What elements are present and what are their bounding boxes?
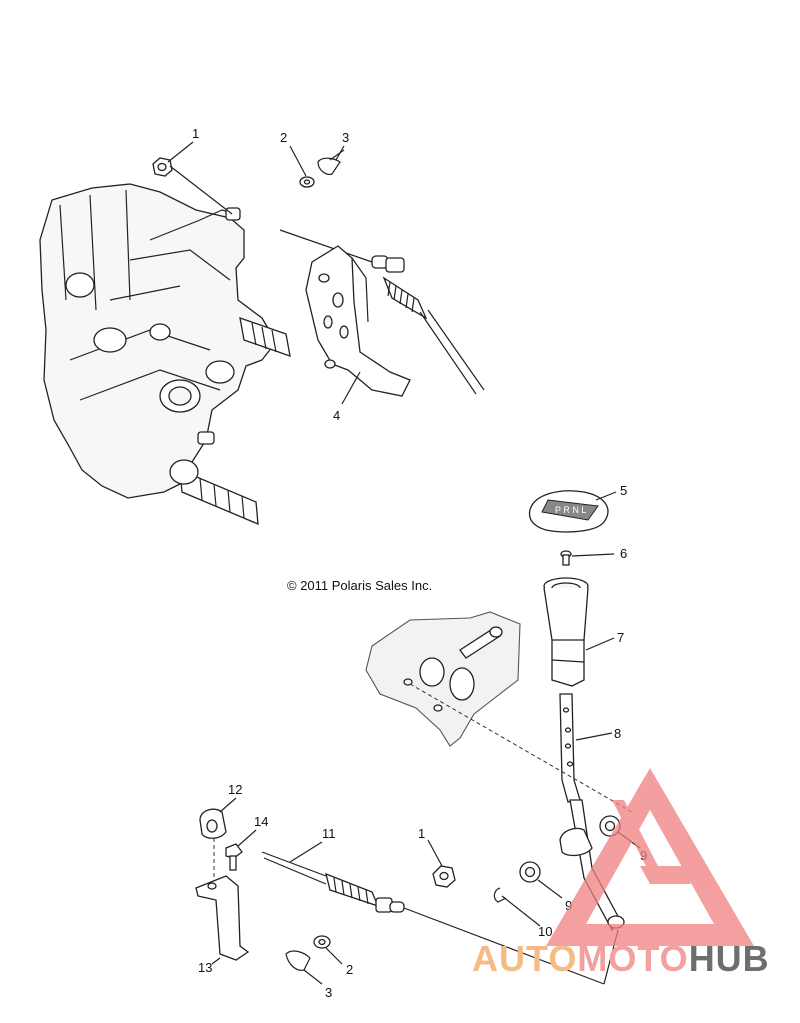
callout-10: 10 [538, 924, 552, 939]
bushing-9-lower [519, 861, 563, 899]
callout-5: 5 [620, 483, 627, 498]
washer-2-top [289, 145, 315, 188]
callout-2-bottom: 2 [346, 962, 353, 977]
watermark-word-auto: AUTO [472, 938, 578, 979]
shift-lever-8 [559, 693, 625, 932]
callout-3-top: 3 [342, 130, 349, 145]
shift-cable-top [279, 229, 485, 395]
shift-cable-bottom [261, 841, 619, 985]
callout-7: 7 [617, 630, 624, 645]
shifter-handle-7 [543, 577, 615, 687]
screw-6 [560, 550, 615, 566]
watermark-word-moto: MOTO [577, 938, 689, 979]
clip-3-top [317, 145, 345, 175]
callout-2-top: 2 [280, 130, 287, 145]
callout-11: 11 [322, 826, 336, 841]
nut-1-bottom [427, 839, 456, 888]
callout-14: 14 [254, 814, 268, 829]
callout-labels: 1 2 3 4 5 6 7 8 9 9 10 1 11 12 13 14 2 3 [192, 126, 647, 1000]
callout-13: 13 [198, 960, 212, 975]
bracket-4 [305, 245, 411, 405]
bracket-13 [195, 875, 250, 965]
clip-3-bottom [285, 950, 323, 985]
callout-1-bottom: 1 [418, 826, 425, 841]
watermark-logo-triangle [546, 768, 754, 946]
callout-3-bottom: 3 [325, 985, 332, 1000]
cable-clamp-12 [199, 797, 237, 884]
svg-text:P R N L: P R N L [555, 505, 586, 515]
nut-1-top [152, 141, 233, 215]
callout-12: 12 [228, 782, 242, 797]
shift-knob-cap-5: P R N L [528, 490, 617, 533]
e-clip-10 [493, 887, 541, 927]
washer-2-bottom [313, 935, 343, 965]
bolt-14 [225, 829, 257, 871]
copyright-text: © 2011 Polaris Sales Inc. [287, 578, 432, 593]
watermark-logo-text: AUTOMOTOHUB [472, 938, 770, 980]
callout-1-top: 1 [192, 126, 199, 141]
watermark-word-hub: HUB [688, 938, 770, 979]
callout-9-lower: 9 [565, 898, 572, 913]
transmission-assembly [39, 183, 291, 526]
callout-6: 6 [620, 546, 627, 561]
callout-4: 4 [333, 408, 340, 423]
bracket-mount-ghost [365, 611, 633, 813]
callout-8: 8 [614, 726, 621, 741]
